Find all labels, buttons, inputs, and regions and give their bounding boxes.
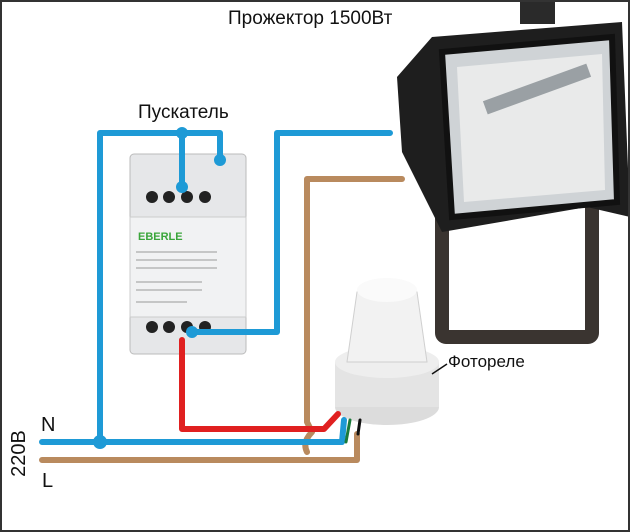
halogen-lamp xyxy=(482,63,592,115)
contactor-brand: EBERLE xyxy=(138,231,183,243)
contactor-front-panel xyxy=(129,216,247,318)
neutral-label: N xyxy=(41,414,56,436)
floodlight-reflector xyxy=(457,54,605,202)
photo-relay xyxy=(335,278,439,425)
line-wire-to-floodlight xyxy=(302,176,405,455)
photo-relay-pointer xyxy=(431,363,448,375)
floodlight-label: Прожектор 1500Вт xyxy=(228,8,393,29)
contactor-spec-lines xyxy=(136,251,217,303)
line-wire-L xyxy=(39,431,360,463)
relay-black-lead xyxy=(356,418,362,436)
junction-dots xyxy=(93,127,226,449)
line-label: L xyxy=(42,470,54,492)
photo-relay-label: Фотореле xyxy=(448,352,525,371)
relay-green-lead xyxy=(344,418,352,444)
neutral-wire-to-contactor xyxy=(97,130,223,445)
neutral-wire-N xyxy=(39,417,347,445)
floodlight-top-bracket xyxy=(520,2,555,24)
voltage-label: 220В xyxy=(7,430,30,477)
neutral-wire-to-floodlight xyxy=(189,130,393,335)
floodlight xyxy=(397,2,628,344)
switched-wire-red xyxy=(179,337,341,432)
contactor: EBERLE xyxy=(129,153,247,355)
contactor-label: Пускатель xyxy=(138,102,229,123)
